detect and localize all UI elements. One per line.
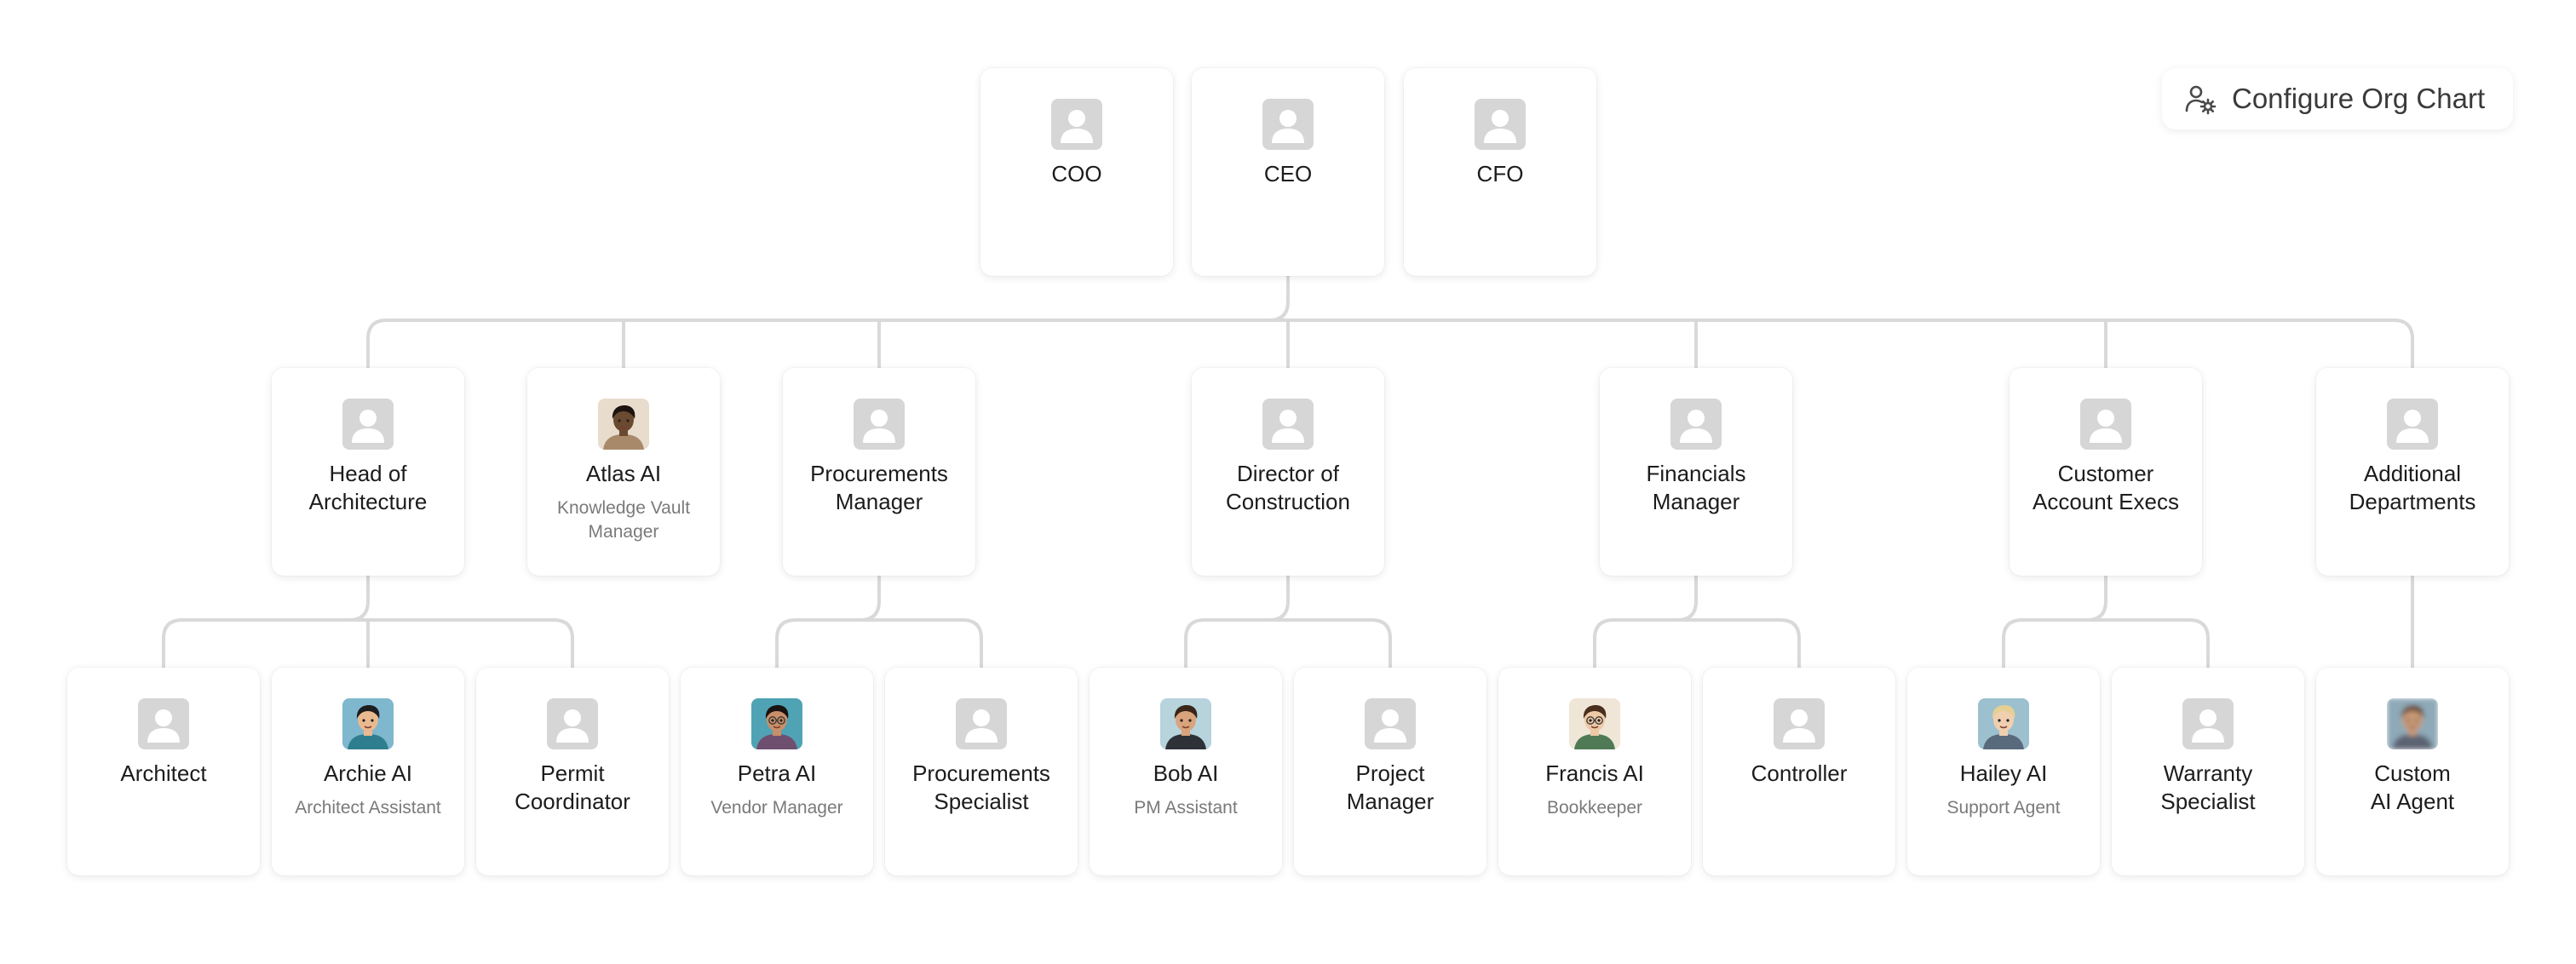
avatar-placeholder-icon <box>547 698 598 749</box>
configure-org-chart-button[interactable]: Configure Org Chart <box>2162 68 2513 129</box>
card-subtitle: Vendor Manager <box>710 798 843 818</box>
card-title: Petra AI <box>737 760 817 786</box>
avatar-placeholder-icon <box>956 698 1007 749</box>
card-title: Architect <box>120 760 207 786</box>
ai-agent-avatar-icon <box>598 399 649 450</box>
card-subtitle: PM Assistant <box>1134 798 1238 818</box>
connector-architecture-to-staff <box>162 576 574 668</box>
avatar-placeholder-icon <box>1774 698 1825 749</box>
card-subtitle: Support Agent <box>1946 798 2061 818</box>
connector-financials-to-staff <box>1593 576 1801 668</box>
card-title: Bob AI <box>1153 760 1219 786</box>
card-title: Hailey AI <box>1959 760 2048 786</box>
connector-construction-to-staff <box>1184 576 1392 668</box>
ai-agent-avatar-icon <box>1160 698 1211 749</box>
ai-agent-avatar-icon <box>751 698 802 749</box>
connector-procurement-to-staff <box>775 576 983 668</box>
card-cfo[interactable]: CFO <box>1404 68 1596 276</box>
avatar-placeholder-icon <box>1670 399 1722 450</box>
card-controller[interactable]: Controller <box>1703 668 1895 875</box>
card-title: CFO <box>1476 161 1524 186</box>
avatar-placeholder-icon <box>1051 99 1102 150</box>
connector-customer-to-staff <box>2002 576 2210 668</box>
ai-agent-avatar-icon <box>342 698 394 749</box>
card-ceo[interactable]: CEO <box>1192 68 1384 276</box>
avatar-placeholder-icon <box>342 399 394 450</box>
card-petra-ai[interactable]: Petra AI Vendor Manager <box>681 668 873 875</box>
ai-agent-avatar-icon <box>1978 698 2029 749</box>
avatar-placeholder-icon <box>1262 99 1314 150</box>
avatar-placeholder-icon <box>2182 698 2234 749</box>
card-architect[interactable]: Architect <box>67 668 260 875</box>
card-hailey-ai[interactable]: Hailey AI Support Agent <box>1907 668 2100 875</box>
avatar-placeholder-icon <box>2387 399 2438 450</box>
card-title: COO <box>1051 161 1102 186</box>
card-bob-ai[interactable]: Bob AI PM Assistant <box>1090 668 1282 875</box>
card-title: Atlas AI <box>585 461 662 486</box>
avatar-placeholder-icon <box>854 399 905 450</box>
ai-agent-avatar-icon <box>1569 698 1620 749</box>
card-title: Francis AI <box>1545 760 1644 786</box>
card-coo[interactable]: COO <box>980 68 1173 276</box>
card-title: CEO <box>1263 161 1313 186</box>
configure-org-chart-label: Configure Org Chart <box>2232 83 2486 114</box>
card-subtitle: Knowledge Vault Manager <box>556 498 691 542</box>
card-archie-ai[interactable]: Archie AI Architect Assistant <box>272 668 464 875</box>
card-title: Archie AI <box>323 760 413 786</box>
avatar-placeholder-icon <box>1262 399 1314 450</box>
user-cog-icon <box>2185 85 2217 115</box>
avatar-placeholder-icon <box>138 698 189 749</box>
card-title: Controller <box>1751 760 1848 786</box>
card-atlas-ai[interactable]: Atlas AI Knowledge Vault Manager <box>527 368 720 576</box>
card-subtitle: Bookkeeper <box>1546 798 1643 818</box>
avatar-placeholder-icon <box>1365 698 1416 749</box>
ai-agent-avatar-icon <box>2387 698 2438 749</box>
connector-ceo-to-departments <box>366 274 2414 368</box>
avatar-placeholder-icon <box>1475 99 1526 150</box>
avatar-placeholder-icon <box>2080 399 2131 450</box>
card-francis-ai[interactable]: Francis AI Bookkeeper <box>1498 668 1691 875</box>
card-subtitle: Architect Assistant <box>295 798 441 818</box>
